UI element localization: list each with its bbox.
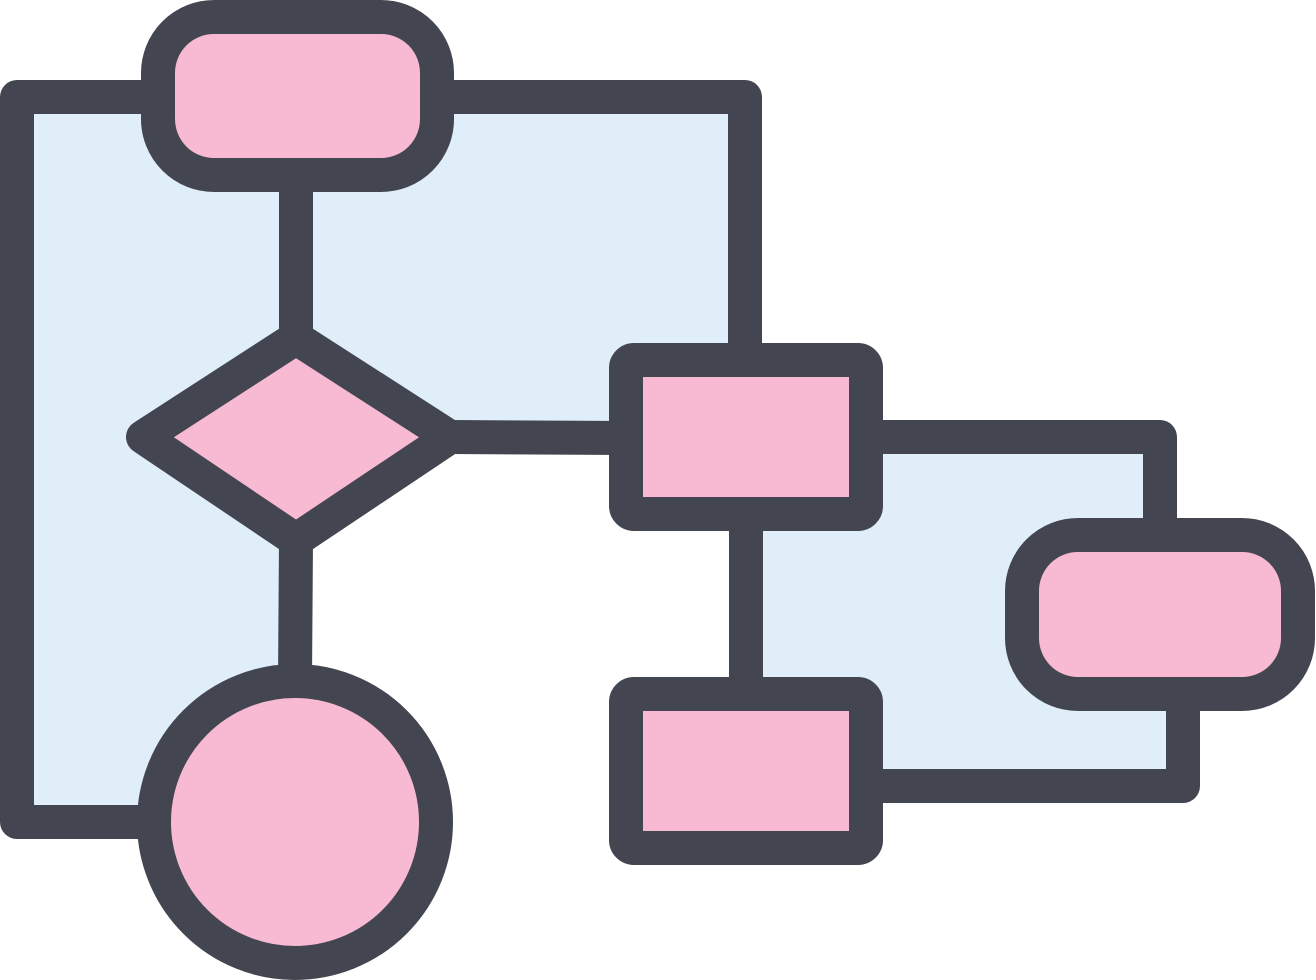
process-lower-shape [609,677,883,865]
start-terminal-shape [141,0,454,192]
connector-top-right [420,80,762,377]
connector-decision-circle [278,523,313,697]
end-circle-shape [137,664,453,980]
connector-process-branch [849,420,1177,552]
nodes [126,0,1315,980]
connector-branch-lower [849,677,1200,803]
decision-diamond [126,321,467,557]
branch-terminal-shape [1005,518,1315,711]
connector-decision-process [433,420,643,455]
connector-left-loop [0,80,177,839]
connectors [0,80,1200,839]
process-upper-shape [609,343,883,531]
